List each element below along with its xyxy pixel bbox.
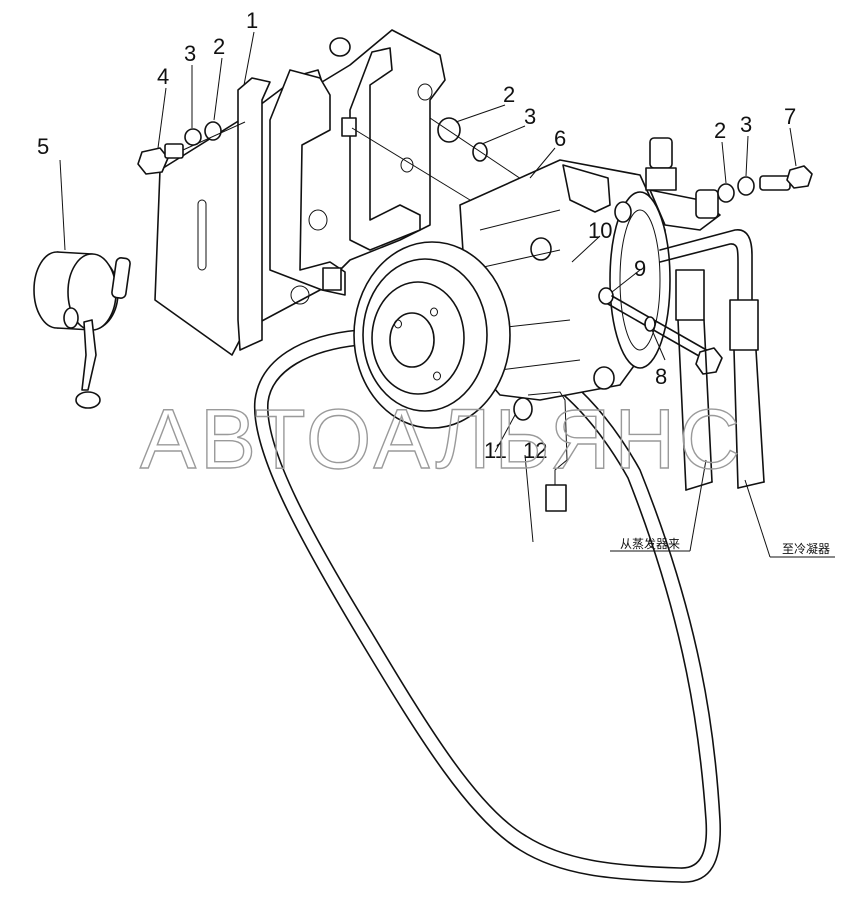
leader-lines — [59, 31, 835, 558]
bolt-axis-bracket — [351, 127, 471, 201]
callout-5: 5 — [37, 134, 49, 159]
tensioner-pulley-5 — [33, 251, 131, 409]
bolt-4 — [137, 143, 184, 175]
callout-2-left: 2 — [213, 34, 225, 59]
callout-12: 12 — [523, 438, 547, 463]
label-from-evaporator: 从蒸发器来 — [620, 536, 680, 551]
refrigerant-hoses — [659, 229, 765, 491]
callout-10: 10 — [588, 218, 612, 243]
callout-4: 4 — [157, 64, 169, 89]
drive-belt — [253, 329, 722, 883]
bolt-axis-left — [182, 121, 246, 151]
callout-3-left: 3 — [184, 41, 196, 66]
callout-3-mid: 3 — [524, 104, 536, 129]
bolt-7 — [759, 165, 813, 191]
callout-9: 9 — [634, 256, 646, 281]
washer-3-right — [737, 176, 755, 196]
callout-2-right: 2 — [714, 118, 726, 143]
callout-2-mid: 2 — [503, 82, 515, 107]
callout-6: 6 — [554, 126, 566, 151]
callout-11: 11 — [484, 438, 507, 463]
label-to-condenser: 至冷凝器 — [782, 541, 830, 556]
callout-1: 1 — [246, 8, 258, 33]
bolt-axis-mid — [429, 117, 531, 186]
washer-2-right — [717, 183, 735, 203]
washer-2-left — [204, 121, 222, 141]
wire-connector — [527, 391, 568, 512]
washer-9 — [644, 316, 656, 332]
watermark: АВТОАЛЬЯНС — [140, 392, 744, 486]
service-valve-fitting — [645, 137, 719, 219]
mounting-bracket — [154, 29, 446, 356]
callout-3-right: 3 — [740, 112, 752, 137]
compressor-clutch-pulley — [353, 241, 511, 429]
callout-7: 7 — [784, 104, 796, 129]
washer-2-mid — [437, 117, 461, 143]
bolt-8 — [607, 295, 723, 375]
callout-8: 8 — [655, 364, 667, 389]
